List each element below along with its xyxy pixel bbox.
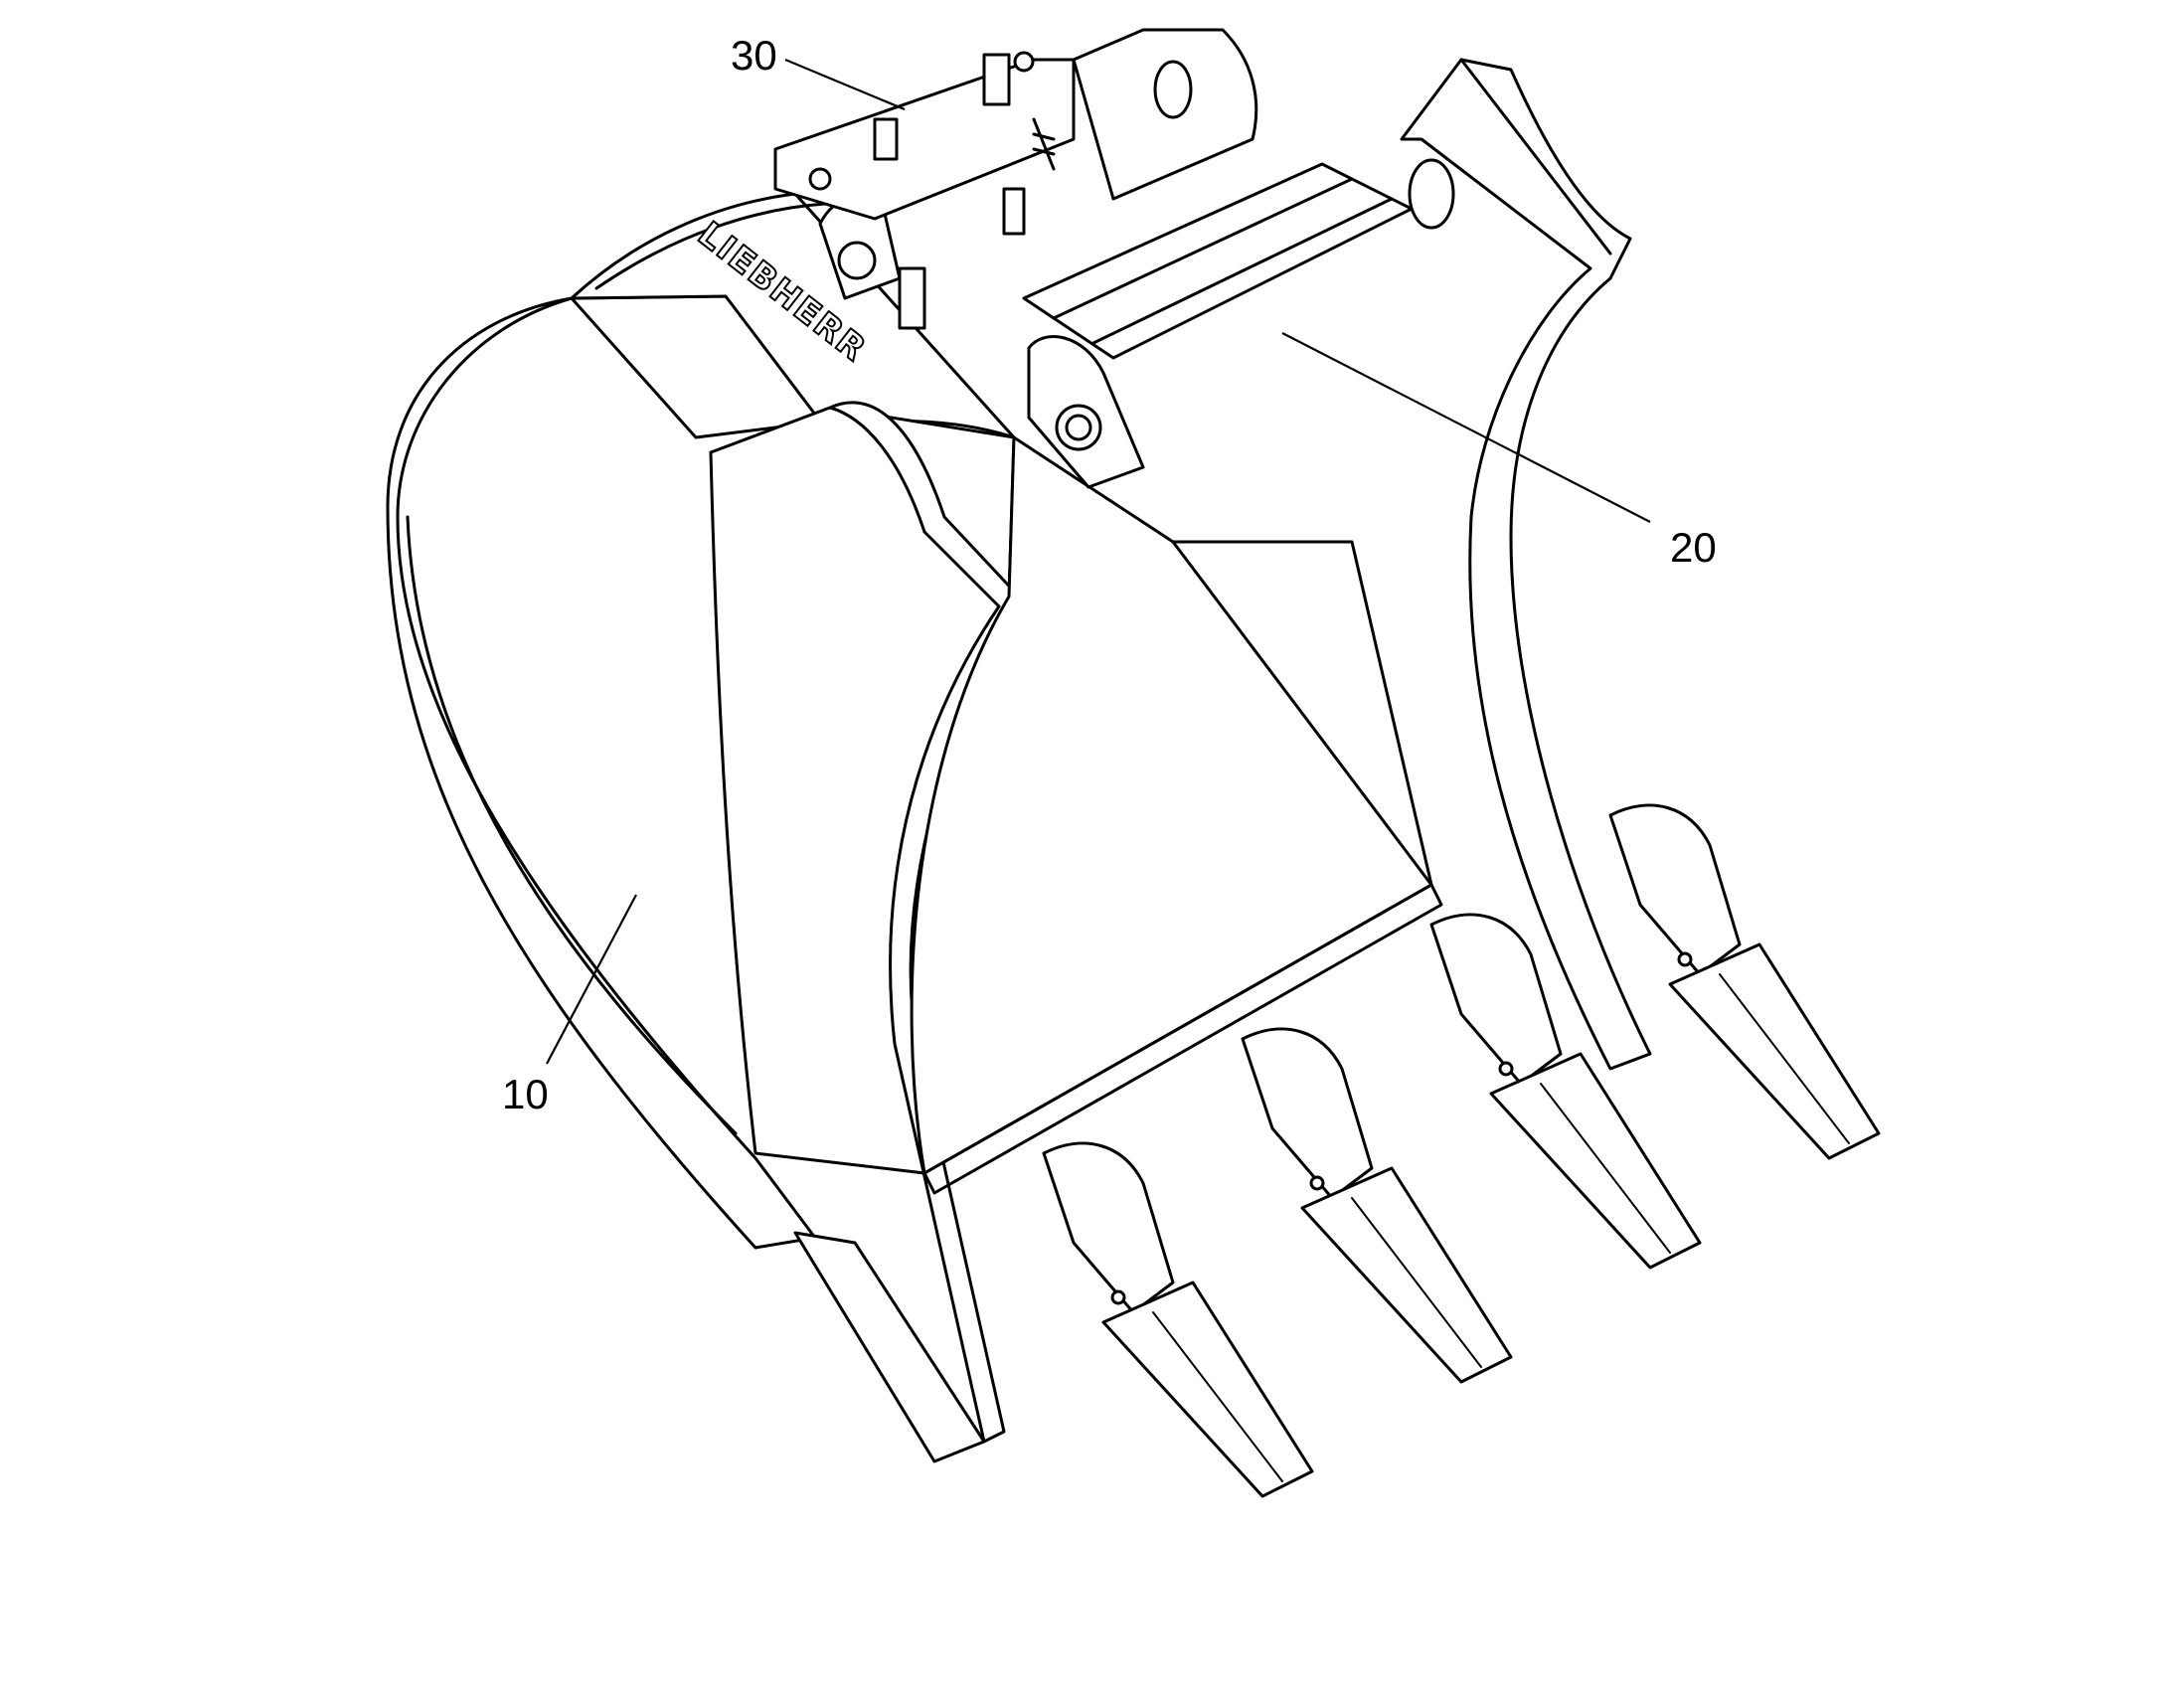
left-rib <box>828 401 1021 1444</box>
callout-label-30: 30 <box>731 32 777 79</box>
coupling-unit <box>773 51 1076 236</box>
callout-label-20: 20 <box>1670 524 1717 571</box>
right-rib <box>1400 58 1652 1071</box>
tooth-4 <box>1608 803 1881 1160</box>
leader-line-30 <box>784 58 906 111</box>
top-lugs <box>818 28 1258 489</box>
teeth-row <box>1042 803 1881 1498</box>
tooth-3 <box>1429 913 1702 1270</box>
hinge-shaft <box>1022 158 1455 360</box>
tooth-2 <box>1241 1027 1513 1384</box>
leader-line-10 <box>546 894 637 1065</box>
callout-label-10: 10 <box>502 1071 549 1117</box>
left-edge-detail <box>793 1231 986 1463</box>
tooth-1 <box>1042 1141 1314 1498</box>
bucket-interior <box>910 435 1443 1195</box>
leader-line-20 <box>1281 332 1651 523</box>
